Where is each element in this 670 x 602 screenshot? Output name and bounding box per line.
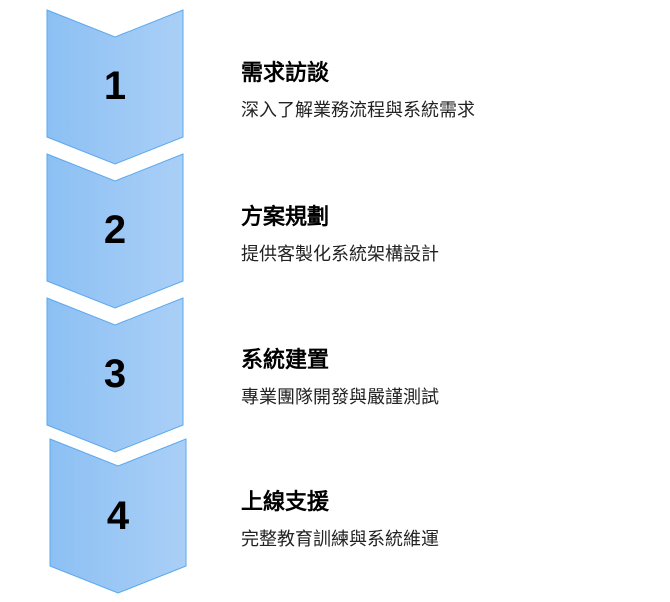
step-title-4: 上線支援 [241,489,330,514]
step-number-2: 2 [103,208,127,252]
step-title-2: 方案規劃 [241,204,330,229]
step-description-2: 提供客製化系統架構設計 [241,244,439,264]
step-number-4: 4 [106,494,130,538]
chevron-step-2 [46,153,184,309]
step-description-3: 專業團隊開發與嚴謹測試 [241,387,439,407]
step-number-3: 3 [103,352,127,396]
step-title-3: 系統建置 [241,347,330,372]
step-description-1: 深入了解業務流程與系統需求 [241,100,475,120]
step-number-1: 1 [103,64,127,108]
chevron-step-4 [49,438,187,594]
step-title-1: 需求訪談 [241,60,330,85]
step-description-4: 完整教育訓練與系統維運 [241,529,439,549]
chevron-step-3 [46,297,184,453]
chevron-step-1 [46,9,184,165]
